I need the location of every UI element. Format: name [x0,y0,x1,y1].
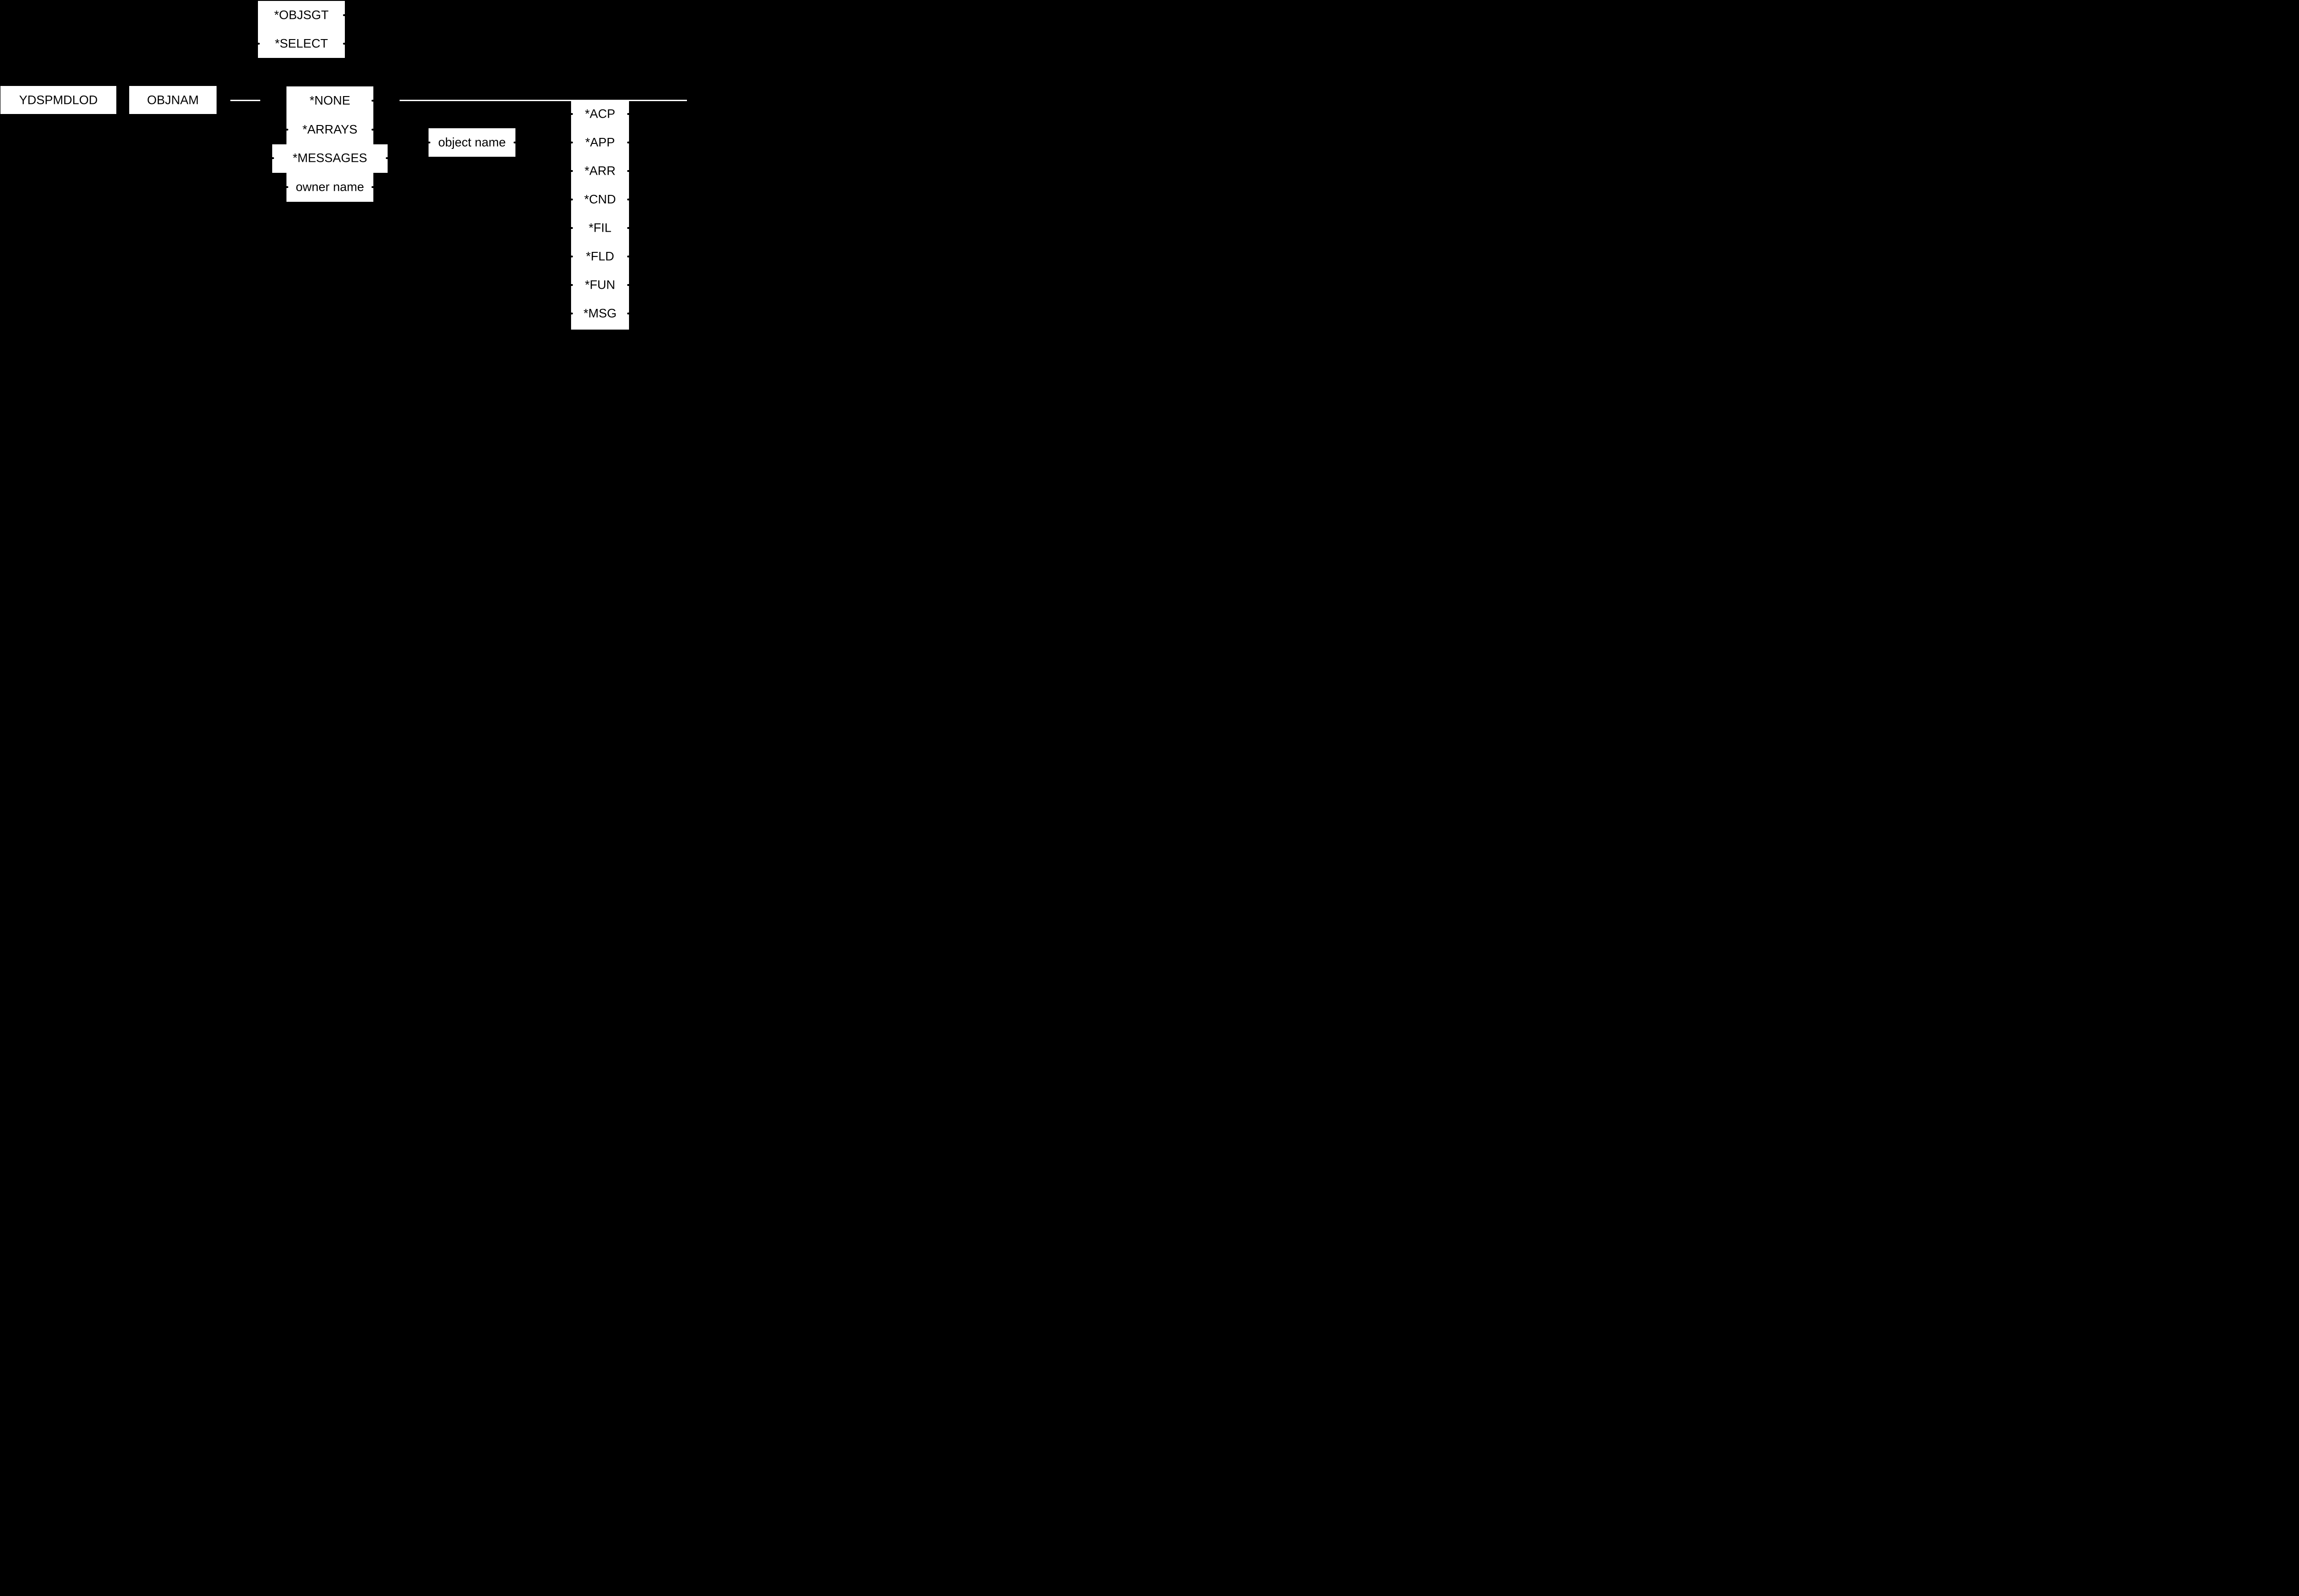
option-group-top: *OBJSGT *SELECT [257,1,346,58]
option-item: *ARR [584,164,616,178]
connector-tick [570,313,573,314]
connector-tick [386,157,389,159]
option-item: *MESSAGES [292,151,367,165]
connector-tick [570,227,573,229]
option-item: owner name [296,180,364,194]
connector-tick [570,256,573,257]
connector-tick [343,43,346,45]
connector-tick [372,186,375,188]
connector-tick [372,100,375,102]
connector-tick [627,313,630,314]
connector-tick [285,129,288,131]
param-label: OBJNAM [147,93,199,107]
connector-tick [427,142,430,143]
option-item: *SELECT [275,36,328,51]
connector-tick [570,170,573,172]
option-item: *ARRAYS [302,122,358,137]
connector-tick [514,142,517,143]
connector-tick [372,129,375,131]
connector-tick [570,284,573,286]
option-group-middle: *NONE *ARRAYS owner name [285,86,375,202]
option-item: *NONE [309,93,350,108]
option-item: *ACP [584,107,616,121]
connector-tick [627,170,630,172]
option-group-right: *ACP *APP *ARR *CND *FIL *FLD *FUN *MSG [570,101,630,330]
option-item: *FLD [586,249,614,263]
option-item: *FIL [589,221,612,235]
command-box: YDSPMDLOD [0,86,116,114]
value-box-object-name: object name [427,128,517,157]
connector-tick [627,256,630,257]
option-item: *APP [585,135,615,149]
option-item: *FUN [585,278,615,292]
connector-line-long [400,100,687,101]
connector-tick [627,142,630,143]
connector-tick [570,113,573,115]
connector-tick [627,227,630,229]
connector-tick [570,142,573,143]
value-label: object name [438,135,506,149]
connector-tick [627,284,630,286]
command-syntax-diagram: YDSPMDLOD OBJNAM *OBJSGT *SELECT *NONE *… [0,0,721,330]
option-item: *CND [584,192,616,206]
param-box-objnam: OBJNAM [129,86,217,114]
connector-tick [257,43,260,45]
option-item: *OBJSGT [274,8,329,22]
connector-tick [285,186,288,188]
connector-tick [271,157,274,159]
option-row-messages: *MESSAGES [271,144,389,173]
connector-tick [627,113,630,115]
connector-tick [627,199,630,200]
connector-line-short [230,100,260,101]
command-label: YDSPMDLOD [19,93,98,107]
option-item: *MSG [583,306,617,320]
connector-tick [570,199,573,200]
connector-tick [343,14,346,16]
